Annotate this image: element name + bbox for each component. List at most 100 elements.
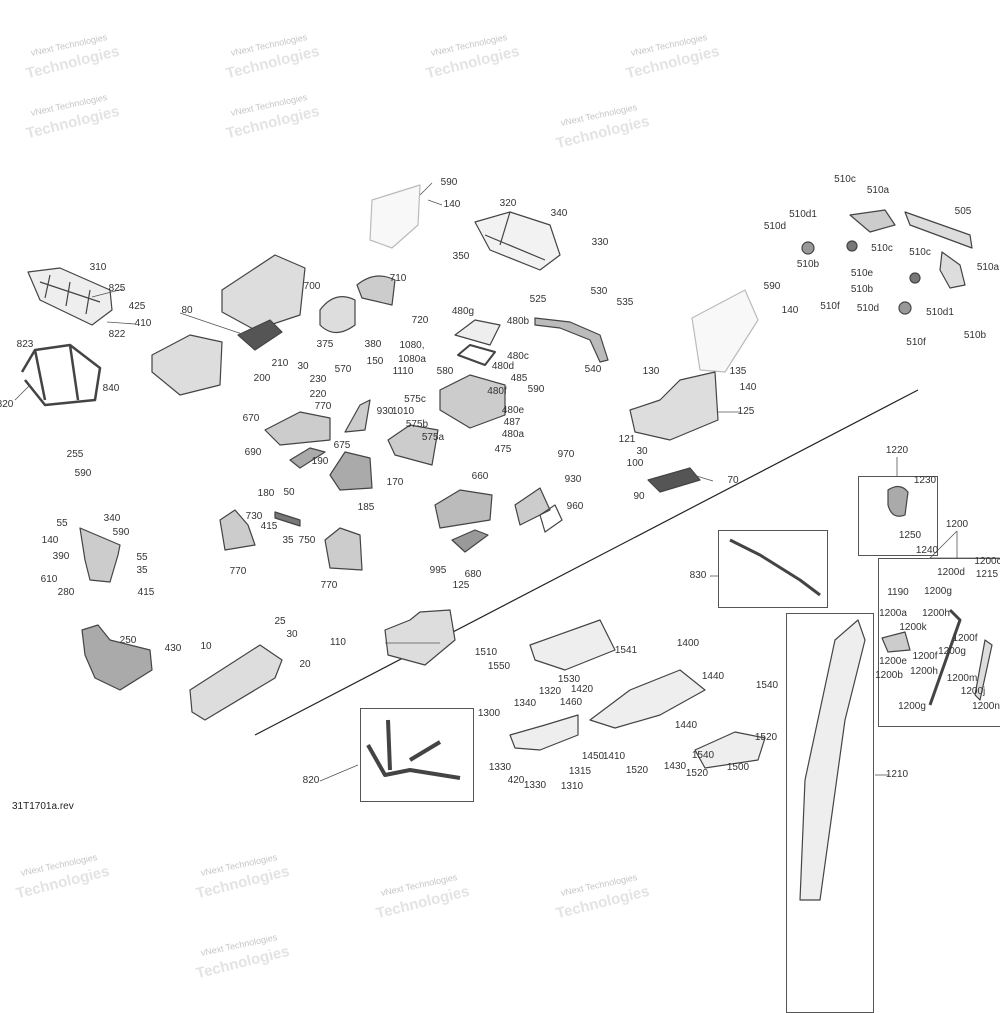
callout-label-390: 390	[52, 551, 70, 562]
part-fender-700	[319, 296, 356, 334]
callout-label-1230: 1230	[913, 475, 937, 486]
callout-label-140: 140	[443, 199, 461, 210]
callout-label-670: 670	[242, 413, 260, 424]
part-panel-505	[904, 211, 973, 249]
drawing-reference: 31T1701a.rev	[12, 801, 74, 812]
callout-label-190: 190	[311, 456, 329, 467]
callout-label-330: 330	[591, 237, 609, 248]
callout-label-1400: 1400	[676, 638, 700, 649]
part-510d-2	[898, 301, 912, 315]
callout-label-1320: 1320	[538, 686, 562, 697]
callout-label-480g: 480g	[451, 306, 475, 317]
callout-label-1200j: 1200j	[960, 686, 986, 697]
callout-label-480f: 480f	[487, 386, 507, 397]
callout-label-185: 185	[357, 502, 375, 513]
callout-label-1300: 1300	[477, 708, 501, 719]
callout-label-510e: 510e	[850, 268, 874, 279]
callout-label-575b: 575b	[405, 419, 429, 430]
callout-label-130: 130	[642, 366, 660, 377]
part-footrest-80	[237, 319, 283, 351]
callout-label-320: 320	[499, 198, 517, 209]
callout-label-750: 750	[298, 535, 316, 546]
callout-label-1340: 1340	[513, 698, 537, 709]
callout-label-135: 135	[729, 366, 747, 377]
part-headlight-510a-right	[939, 251, 966, 289]
callout-label-1250: 1250	[898, 530, 922, 541]
callout-label-100: 100	[626, 458, 644, 469]
callout-label-510a: 510a	[976, 262, 1000, 273]
section-divider	[254, 389, 919, 736]
part-footwell-left	[151, 334, 223, 396]
callout-label-1200: 1200	[945, 519, 969, 530]
callout-label-415: 415	[137, 587, 155, 598]
part-bracket-front	[79, 527, 121, 583]
callout-label-375: 375	[316, 339, 334, 350]
callout-label-505: 505	[954, 206, 972, 217]
callout-label-995: 995	[429, 565, 447, 576]
callout-label-840: 840	[102, 383, 120, 394]
callout-label-830: 830	[689, 570, 707, 581]
inset-box-820	[360, 708, 474, 802]
callout-label-430: 430	[164, 643, 182, 654]
callout-label-30: 30	[286, 629, 298, 640]
callout-label-700: 700	[303, 281, 321, 292]
part-fender-ghost-right	[691, 289, 759, 373]
callout-label-1430: 1430	[663, 761, 687, 772]
callout-label-590: 590	[440, 177, 458, 188]
callout-label-121: 121	[618, 434, 636, 445]
callout-label-1310: 1310	[560, 781, 584, 792]
callout-label-210: 210	[271, 358, 289, 369]
callout-label-510c: 510c	[834, 174, 856, 185]
callout-label-1080: 1080,	[399, 340, 425, 351]
callout-label-510f: 510f	[906, 337, 926, 348]
part-bar-820	[366, 719, 461, 780]
callout-label-70: 70	[727, 475, 739, 486]
part-510e	[846, 240, 858, 252]
callout-label-820: 820	[0, 399, 14, 410]
callout-label-535: 535	[616, 297, 634, 308]
inset-box-1220	[858, 476, 938, 556]
callout-label-1200c: 1200c	[974, 556, 1000, 567]
callout-label-35: 35	[282, 535, 294, 546]
part-bar-525	[534, 317, 609, 363]
inset-box-830	[718, 530, 828, 608]
callout-label-10: 10	[200, 641, 212, 652]
callout-label-480c: 480c	[507, 351, 529, 362]
callout-label-255: 255	[66, 449, 84, 460]
callout-label-1460: 1460	[559, 697, 583, 708]
callout-label-510a: 510a	[866, 185, 890, 196]
callout-label-770: 770	[320, 580, 338, 591]
callout-label-415: 415	[260, 521, 278, 532]
callout-label-280: 280	[57, 587, 75, 598]
callout-label-480d: 480d	[491, 361, 515, 372]
part-1010	[387, 424, 439, 466]
callout-label-570: 570	[334, 364, 352, 375]
callout-label-510b: 510b	[963, 330, 987, 341]
callout-label-250: 250	[119, 635, 137, 646]
part-480c	[457, 344, 496, 366]
callout-label-380: 380	[364, 339, 382, 350]
callout-label-35: 35	[136, 565, 148, 576]
callout-label-1530: 1530	[557, 674, 581, 685]
callout-label-1010: 1010	[391, 406, 415, 417]
callout-label-590: 590	[763, 281, 781, 292]
callout-label-675: 675	[333, 440, 351, 451]
callout-label-823: 823	[16, 339, 34, 350]
callout-label-1520: 1520	[625, 765, 649, 776]
callout-label-1540: 1540	[691, 750, 715, 761]
callout-label-575a: 575a	[421, 432, 445, 443]
part-fascia-250	[81, 624, 153, 691]
part-fender-ghost	[369, 184, 421, 249]
part-1210	[799, 619, 866, 901]
callout-label-575c: 575c	[404, 394, 426, 405]
callout-label-1200a: 1200a	[879, 608, 907, 619]
callout-label-480b: 480b	[506, 316, 530, 327]
callout-label-1200g: 1200g	[938, 646, 966, 657]
callout-label-720: 720	[411, 315, 429, 326]
callout-label-30: 30	[636, 446, 648, 457]
callout-label-90: 90	[633, 491, 645, 502]
callout-label-1200h: 1200h	[910, 666, 938, 677]
callout-label-1200d: 1200d	[937, 567, 965, 578]
callout-label-822: 822	[108, 329, 126, 340]
